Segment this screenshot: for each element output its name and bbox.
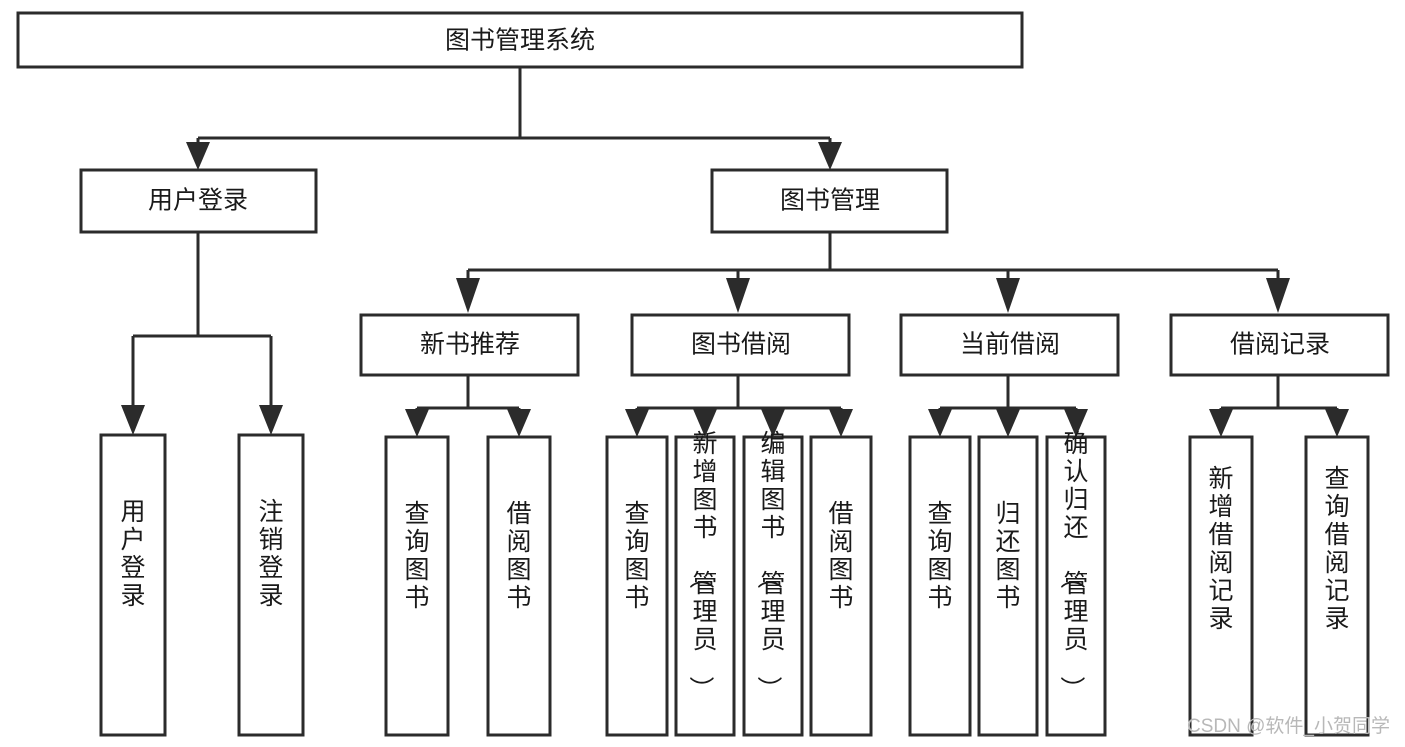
- node-leaf-borrow-book-1-label: 借阅图书: [506, 500, 531, 612]
- node-book-manage[interactable]: 图书管理: [710, 168, 949, 234]
- node-leaf-return-book-label: 归还图书: [995, 500, 1020, 612]
- arrow-head-current-borrow: [996, 278, 1020, 313]
- node-leaf-return-book-box[interactable]: [977, 435, 1039, 737]
- node-leaf-query-book-2[interactable]: 查询图书: [605, 435, 669, 737]
- node-current-borrow-label: 当前借阅: [960, 331, 1060, 359]
- node-leaf-return-book[interactable]: 归还图书: [977, 435, 1039, 737]
- node-book-manage-label: 图书管理: [780, 187, 880, 215]
- node-leaf-borrow-book-2[interactable]: 借阅图书: [809, 435, 873, 737]
- node-leaf-borrow-book-1[interactable]: 借阅图书: [486, 435, 552, 737]
- node-leaf-add-book[interactable]: 新增图书（管理员）: [674, 430, 736, 737]
- node-leaf-add-record-label: 新增借阅记录: [1208, 465, 1233, 633]
- node-leaf-add-record-box[interactable]: [1188, 435, 1254, 737]
- node-leaf-logout-login-box[interactable]: [237, 433, 305, 737]
- node-leaf-query-book-1-label: 查询图书: [404, 500, 429, 612]
- node-user-login-box[interactable]: [79, 168, 318, 234]
- node-root[interactable]: 图书管理系统: [16, 11, 1024, 69]
- node-current-borrow-box[interactable]: [899, 313, 1120, 377]
- csdn-watermark: CSDN @软件_小贺同学: [1187, 715, 1390, 737]
- arrow-head-leaf-borrow-book-1: [507, 409, 531, 437]
- arrow-head-leaf-logout-login: [259, 405, 283, 435]
- node-leaf-add-book-label: 新增图书（管理员）: [686, 430, 717, 701]
- node-user-login[interactable]: 用户登录: [79, 168, 318, 234]
- node-leaf-logout-login-label: 注销登录: [258, 498, 283, 610]
- node-leaf-edit-book[interactable]: 编辑图书（管理员）: [742, 430, 804, 737]
- arrow-head-book-borrow: [726, 278, 750, 313]
- arrow-head-leaf-query-record: [1325, 409, 1349, 437]
- arrow-head-leaf-query-book-1: [405, 409, 429, 437]
- node-book-borrow[interactable]: 图书借阅: [630, 313, 851, 377]
- node-root-box[interactable]: [16, 11, 1024, 69]
- node-leaf-edit-book-box[interactable]: [742, 435, 804, 737]
- arrow-head-borrow-record: [1266, 278, 1290, 313]
- arrow-head-user-login: [186, 142, 210, 170]
- node-leaf-user-login[interactable]: 用户登录: [99, 433, 167, 737]
- arrow-head-leaf-add-book: [693, 409, 717, 437]
- node-borrow-record[interactable]: 借阅记录: [1169, 313, 1390, 377]
- node-leaf-query-book-1[interactable]: 查询图书: [384, 435, 450, 737]
- node-leaf-borrow-book-1-box[interactable]: [486, 435, 552, 737]
- arrow-head-leaf-user-login: [121, 405, 145, 435]
- node-borrow-record-label: 借阅记录: [1230, 331, 1330, 359]
- arrow-head-leaf-borrow-book-2: [829, 409, 853, 437]
- arrow-head-leaf-edit-book: [761, 409, 785, 437]
- node-leaf-borrow-book-2-box[interactable]: [809, 435, 873, 737]
- connector-layer: [121, 67, 1349, 437]
- node-new-book-recommend-label: 新书推荐: [420, 331, 520, 359]
- node-leaf-borrow-book-2-label: 借阅图书: [828, 500, 853, 612]
- node-leaf-query-book-3-box[interactable]: [908, 435, 972, 737]
- node-current-borrow[interactable]: 当前借阅: [899, 313, 1120, 377]
- node-leaf-query-record-label: 查询借阅记录: [1324, 465, 1349, 633]
- arrow-head-leaf-query-book-2: [625, 409, 649, 437]
- node-leaf-edit-book-label: 编辑图书（管理员）: [754, 430, 785, 701]
- arrow-head-leaf-add-record: [1209, 409, 1233, 437]
- node-borrow-record-box[interactable]: [1169, 313, 1390, 377]
- node-user-login-label: 用户登录: [148, 187, 248, 215]
- node-book-manage-box[interactable]: [710, 168, 949, 234]
- node-leaf-query-book-3[interactable]: 查询图书: [908, 435, 972, 737]
- arrow-head-leaf-query-book-3: [928, 409, 952, 437]
- node-leaf-logout-login[interactable]: 注销登录: [237, 433, 305, 737]
- node-leaf-query-book-3-label: 查询图书: [927, 500, 952, 612]
- node-leaf-query-book-2-label: 查询图书: [624, 500, 649, 612]
- node-root-label: 图书管理系统: [445, 27, 595, 55]
- arrow-head-new-book-recommend: [456, 278, 480, 313]
- node-leaf-confirm-return-label: 确认归还（管理员）: [1057, 430, 1088, 701]
- node-leaf-add-book-box[interactable]: [674, 435, 736, 737]
- arrow-head-book-manage: [818, 142, 842, 170]
- node-new-book-recommend[interactable]: 新书推荐: [359, 313, 580, 377]
- arrow-head-leaf-confirm-return: [1064, 409, 1088, 437]
- node-leaf-user-login-box[interactable]: [99, 433, 167, 737]
- node-leaf-user-login-label: 用户登录: [120, 498, 145, 610]
- node-leaf-confirm-return[interactable]: 确认归还（管理员）: [1045, 430, 1107, 737]
- node-new-book-recommend-box[interactable]: [359, 313, 580, 377]
- node-leaf-query-book-1-box[interactable]: [384, 435, 450, 737]
- node-leaf-query-book-2-box[interactable]: [605, 435, 669, 737]
- node-leaf-add-record[interactable]: 新增借阅记录: [1188, 435, 1254, 737]
- arrow-head-leaf-return-book: [996, 409, 1020, 437]
- node-book-borrow-box[interactable]: [630, 313, 851, 377]
- node-book-borrow-label: 图书借阅: [691, 331, 791, 359]
- node-leaf-confirm-return-box[interactable]: [1045, 435, 1107, 737]
- node-leaf-query-record-box[interactable]: [1304, 435, 1370, 737]
- node-leaf-query-record[interactable]: 查询借阅记录: [1304, 435, 1370, 737]
